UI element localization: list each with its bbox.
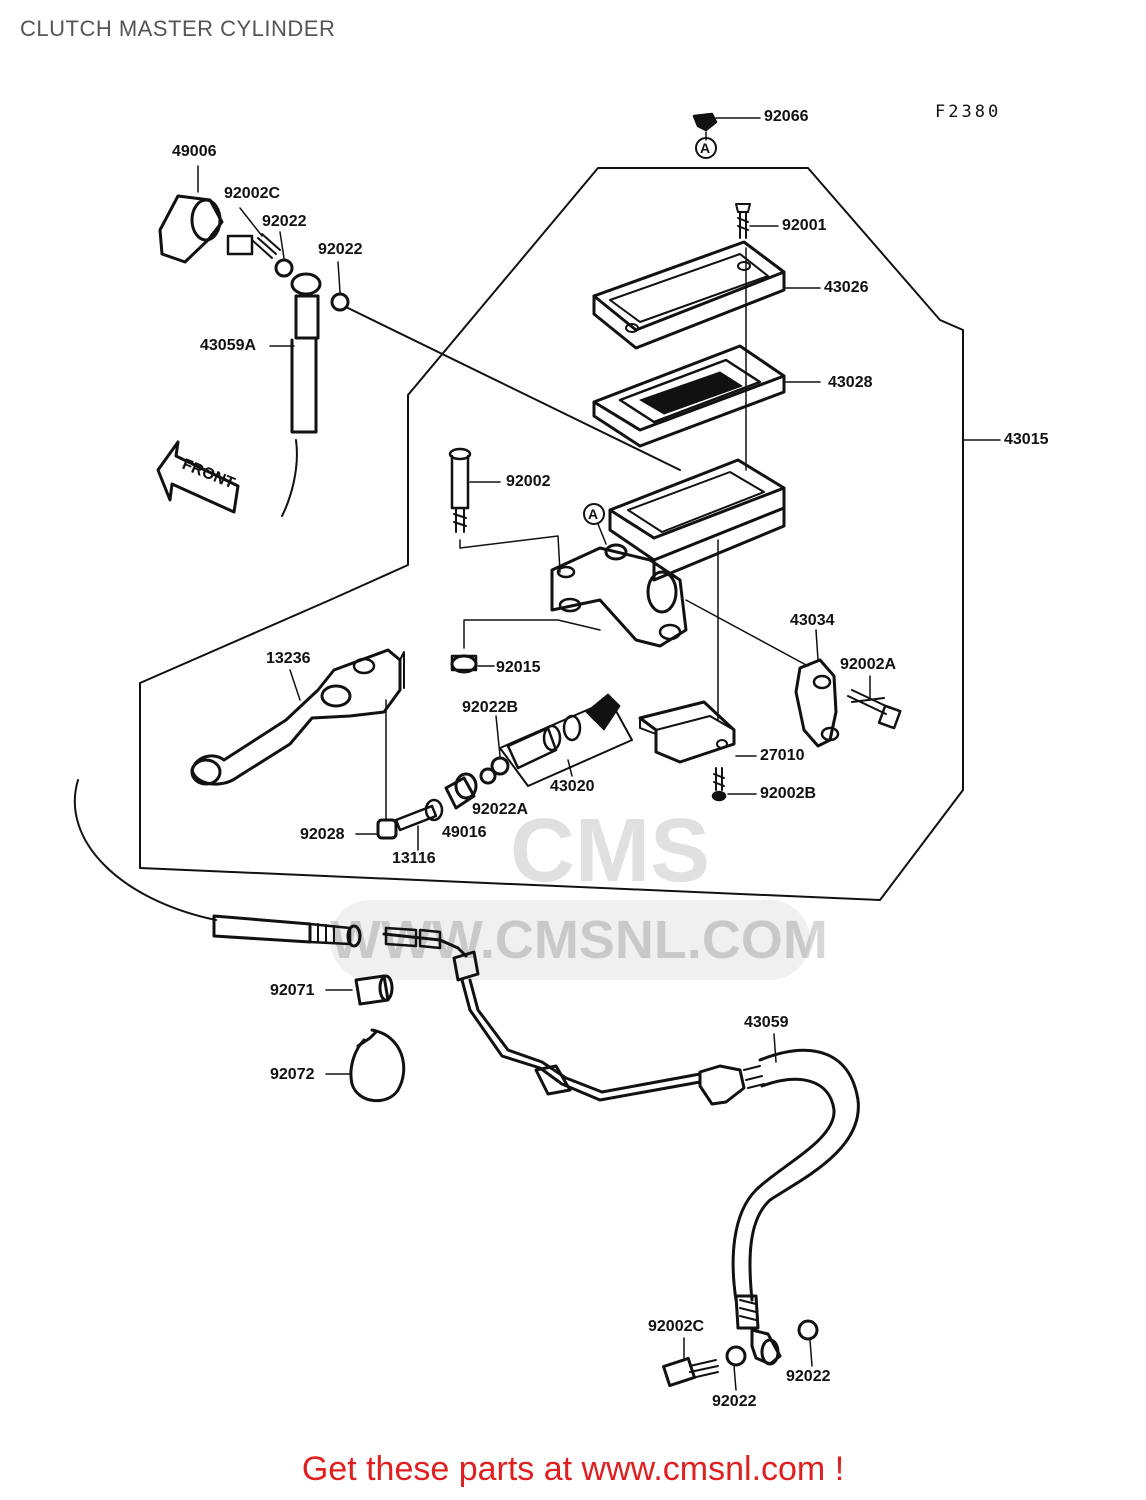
part-label-92022-a[interactable]: 92022 — [262, 213, 307, 230]
reservoir-cap-43026 — [592, 240, 821, 350]
front-arrow: FRONT — [156, 440, 240, 514]
screw-92001 — [735, 203, 779, 239]
washer-92022A — [479, 767, 497, 785]
part-label-92002[interactable]: 92002 — [506, 473, 551, 490]
part-label-43028[interactable]: 43028 — [828, 374, 873, 391]
part-label-92022-c[interactable]: 92022 — [712, 1393, 757, 1410]
part-label-92028[interactable]: 92028 — [300, 826, 345, 843]
screw-92002B — [711, 767, 757, 802]
fitting-49006 — [158, 165, 224, 264]
part-label-92066[interactable]: 92066 — [764, 108, 809, 125]
push-rod-13116 — [394, 798, 444, 851]
pipe-grommet — [534, 1064, 572, 1096]
bracket-43015 — [962, 335, 1001, 791]
pin-92028 — [355, 818, 398, 840]
washer-92022-d — [797, 1319, 819, 1341]
master-cylinder-body — [550, 458, 786, 648]
page-title: CLUTCH MASTER CYLINDER — [20, 16, 336, 41]
part-label-49006[interactable]: 49006 — [172, 143, 217, 160]
clamp-43034 — [685, 599, 840, 748]
ref-mark-top: A — [700, 140, 711, 156]
banjo-bolt-bottom — [662, 1337, 719, 1388]
hose-43059 — [698, 1033, 860, 1366]
cta-link[interactable]: Get these parts at www.cmsnl.com ! — [301, 1450, 845, 1488]
part-label-13236[interactable]: 13236 — [266, 650, 311, 667]
clip-92072 — [325, 1028, 406, 1103]
part-label-92022-b[interactable]: 92022 — [318, 241, 363, 258]
assembly-outline — [139, 167, 964, 901]
nut-92015 — [450, 619, 601, 674]
part-label-92002B[interactable]: 92002B — [760, 785, 817, 802]
bolt-92002A — [847, 675, 902, 730]
svg-text:FRONT: FRONT — [180, 456, 238, 492]
banjo-bolt-top — [226, 207, 281, 259]
watermark-logo: CMS — [510, 801, 710, 901]
part-label-43026[interactable]: 43026 — [824, 279, 869, 296]
part-label-43034[interactable]: 43034 — [790, 612, 835, 629]
part-label-43059[interactable]: 43059 — [744, 1014, 789, 1031]
washer-92022-a — [274, 258, 294, 278]
hose-loop — [73, 779, 217, 921]
diaphragm-43028 — [592, 344, 821, 448]
part-label-92015[interactable]: 92015 — [496, 659, 541, 676]
nut-49016 — [444, 772, 478, 810]
part-label-27010[interactable]: 27010 — [760, 747, 805, 764]
switch-27010 — [638, 700, 757, 764]
pipe-fitting — [382, 926, 480, 982]
part-label-92072[interactable]: 92072 — [270, 1066, 315, 1083]
collar-92071 — [325, 974, 394, 1006]
screw-92002 — [448, 447, 561, 573]
lever-13236 — [190, 648, 405, 821]
ref-mark-body: A — [588, 506, 599, 522]
hose-43059A — [269, 272, 322, 517]
part-label-92022A[interactable]: 92022A — [472, 801, 529, 818]
washer-92022B — [490, 756, 510, 776]
washer-92022-c — [725, 1345, 747, 1367]
part-label-43059A[interactable]: 43059A — [200, 337, 257, 354]
figure-code: F2380 — [935, 102, 1002, 122]
washer-92022-b — [330, 292, 350, 312]
watermark-url: WWW.CMSNL.COM — [330, 900, 828, 980]
part-label-49016[interactable]: 49016 — [442, 824, 487, 841]
part-label-43015[interactable]: 43015 — [1004, 431, 1049, 448]
part-label-92002C-bottom[interactable]: 92002C — [648, 1318, 705, 1335]
hose-end-left — [212, 914, 362, 948]
piston-kit-43020 — [499, 693, 633, 787]
screw-92066 — [692, 112, 761, 159]
part-label-43020[interactable]: 43020 — [550, 778, 595, 795]
part-label-92001[interactable]: 92001 — [782, 217, 827, 234]
part-label-92071[interactable]: 92071 — [270, 982, 315, 999]
part-label-13116[interactable]: 13116 — [392, 850, 436, 867]
part-label-92022-d[interactable]: 92022 — [786, 1368, 831, 1385]
part-label-92022B[interactable]: 92022B — [462, 699, 519, 716]
part-label-92002C-top[interactable]: 92002C — [224, 185, 281, 202]
part-label-92002A[interactable]: 92002A — [840, 656, 897, 673]
